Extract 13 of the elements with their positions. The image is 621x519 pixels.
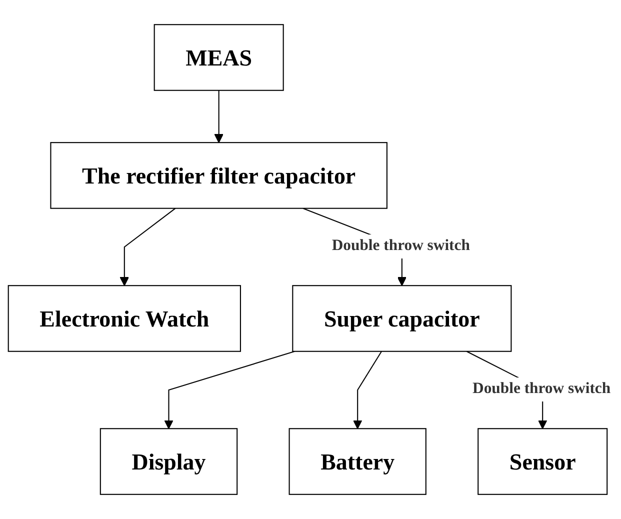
arrow <box>120 208 176 286</box>
node-box: Display <box>100 428 238 495</box>
arrow <box>164 350 295 430</box>
node-box: The rectifier filter capacitor <box>50 142 388 209</box>
edge-label: Double throw switch <box>332 238 470 254</box>
node-box: MEAS <box>154 24 284 91</box>
arrow <box>214 90 224 143</box>
node-box: Super capacitor <box>292 285 512 352</box>
node-box: Battery <box>288 428 426 495</box>
arrow <box>353 351 382 430</box>
node-box: Sensor <box>478 428 608 495</box>
edge-label: Double throw switch <box>472 380 611 398</box>
node-box: Electronic Watch <box>8 285 241 352</box>
